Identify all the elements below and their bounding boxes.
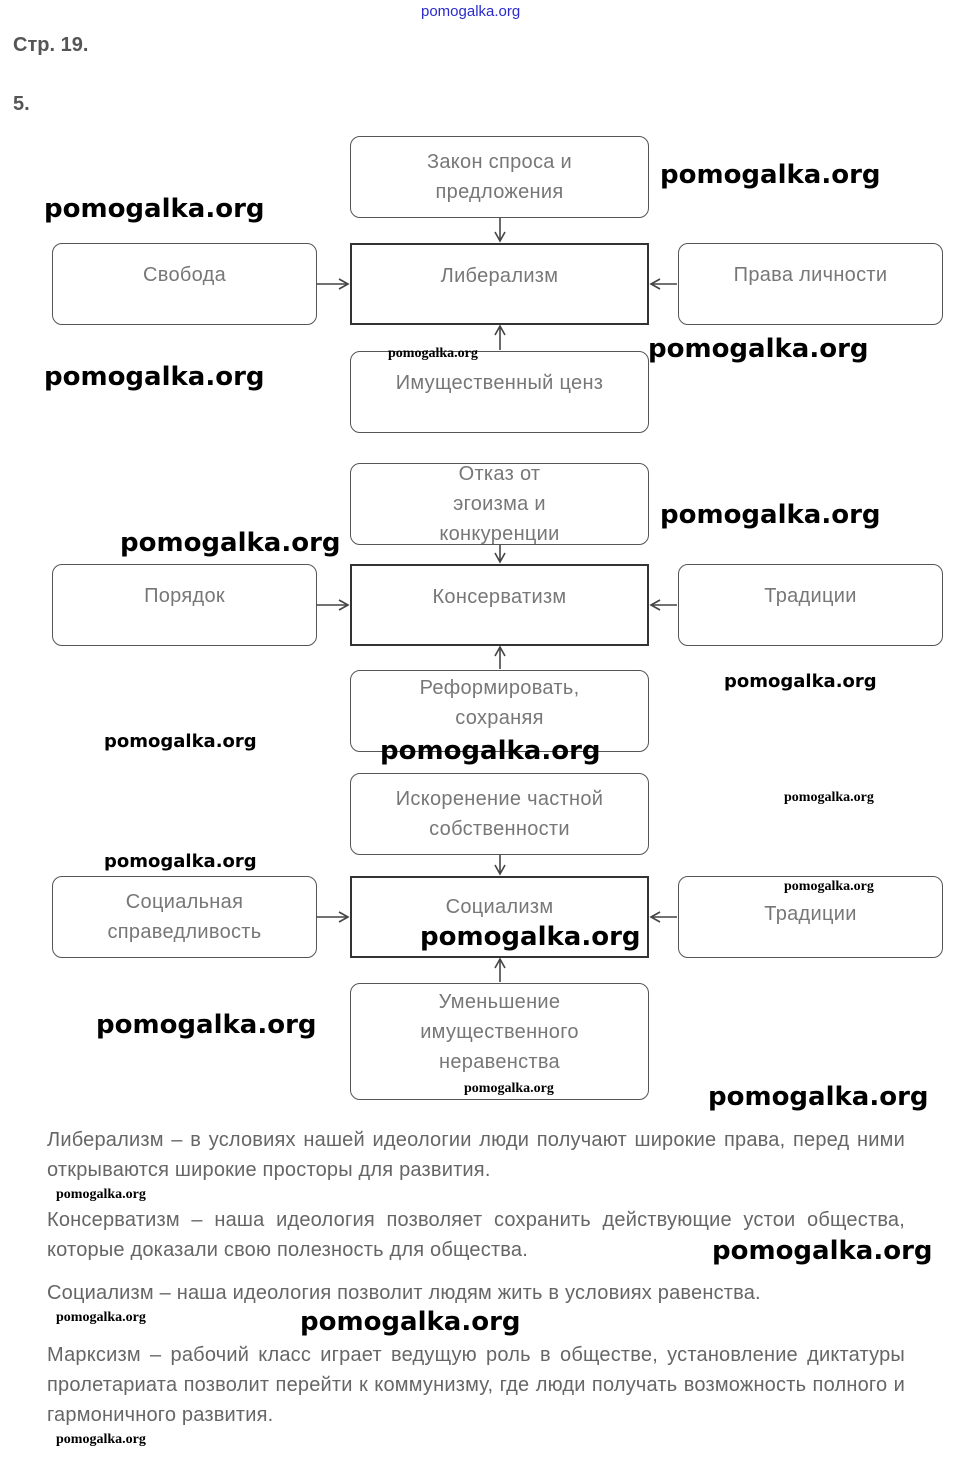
watermark: pomogalka.org: [56, 1187, 146, 1202]
watermark: pomogalka.org: [104, 851, 257, 872]
box-left: Свобода: [52, 243, 317, 325]
watermark: pomogalka.org: [44, 362, 265, 392]
watermark: pomogalka.org: [784, 790, 874, 805]
watermark: pomogalka.org: [420, 922, 641, 952]
watermark: pomogalka.org: [724, 671, 877, 692]
watermark: pomogalka.org: [56, 1432, 146, 1447]
watermark: pomogalka.org: [464, 1081, 554, 1096]
box-center-conservatism: Консерватизм: [350, 564, 649, 646]
box-top: Закон спроса и предложения: [350, 136, 649, 218]
watermark: pomogalka.org: [388, 346, 478, 361]
site-watermark-top: pomogalka.org: [421, 3, 521, 20]
watermark: pomogalka.org: [660, 500, 881, 530]
paragraph-liberalism: Либерализм – в условиях нашей идеологии …: [47, 1129, 905, 1181]
box-top: Отказ от эгоизма и конкуренции: [350, 463, 649, 545]
box-right: Традиции: [678, 876, 943, 958]
paragraph-marxism: Марксизм – рабочий класс играет ведущую …: [47, 1344, 905, 1426]
watermark: pomogalka.org: [96, 1010, 317, 1040]
box-center-socialism: Социализм: [350, 876, 649, 958]
watermark: pomogalka.org: [120, 528, 341, 558]
watermark: pomogalka.org: [648, 334, 869, 364]
watermark: pomogalka.org: [300, 1307, 521, 1337]
box-left: Социальная справедливость: [52, 876, 317, 958]
watermark: pomogalka.org: [712, 1236, 933, 1266]
box-bottom: Уменьшение имущественного неравенства: [350, 983, 649, 1100]
box-center-liberalism: Либерализм: [350, 243, 649, 325]
watermark: pomogalka.org: [104, 731, 257, 752]
box-top: Искоренение частной собственности: [350, 773, 649, 855]
box-bottom: Реформировать, сохраняя: [350, 670, 649, 752]
watermark: pomogalka.org: [56, 1310, 146, 1325]
paragraph-conservatism: Консерватизм – наша идеология позволяет …: [47, 1209, 905, 1261]
box-left: Порядок: [52, 564, 317, 646]
watermark: pomogalka.org: [784, 879, 874, 894]
watermark: pomogalka.org: [708, 1082, 929, 1112]
watermark: pomogalka.org: [380, 736, 601, 766]
box-right: Права личности: [678, 243, 943, 325]
box-right: Традиции: [678, 564, 943, 646]
box-bottom: Имущественный ценз: [350, 351, 649, 433]
task-number: 5.: [13, 93, 30, 115]
watermark: pomogalka.org: [660, 160, 881, 190]
watermark: pomogalka.org: [44, 194, 265, 224]
page-label: Стр. 19.: [13, 34, 89, 56]
paragraph-socialism: Социализм – наша идеология позволит людя…: [47, 1282, 761, 1304]
